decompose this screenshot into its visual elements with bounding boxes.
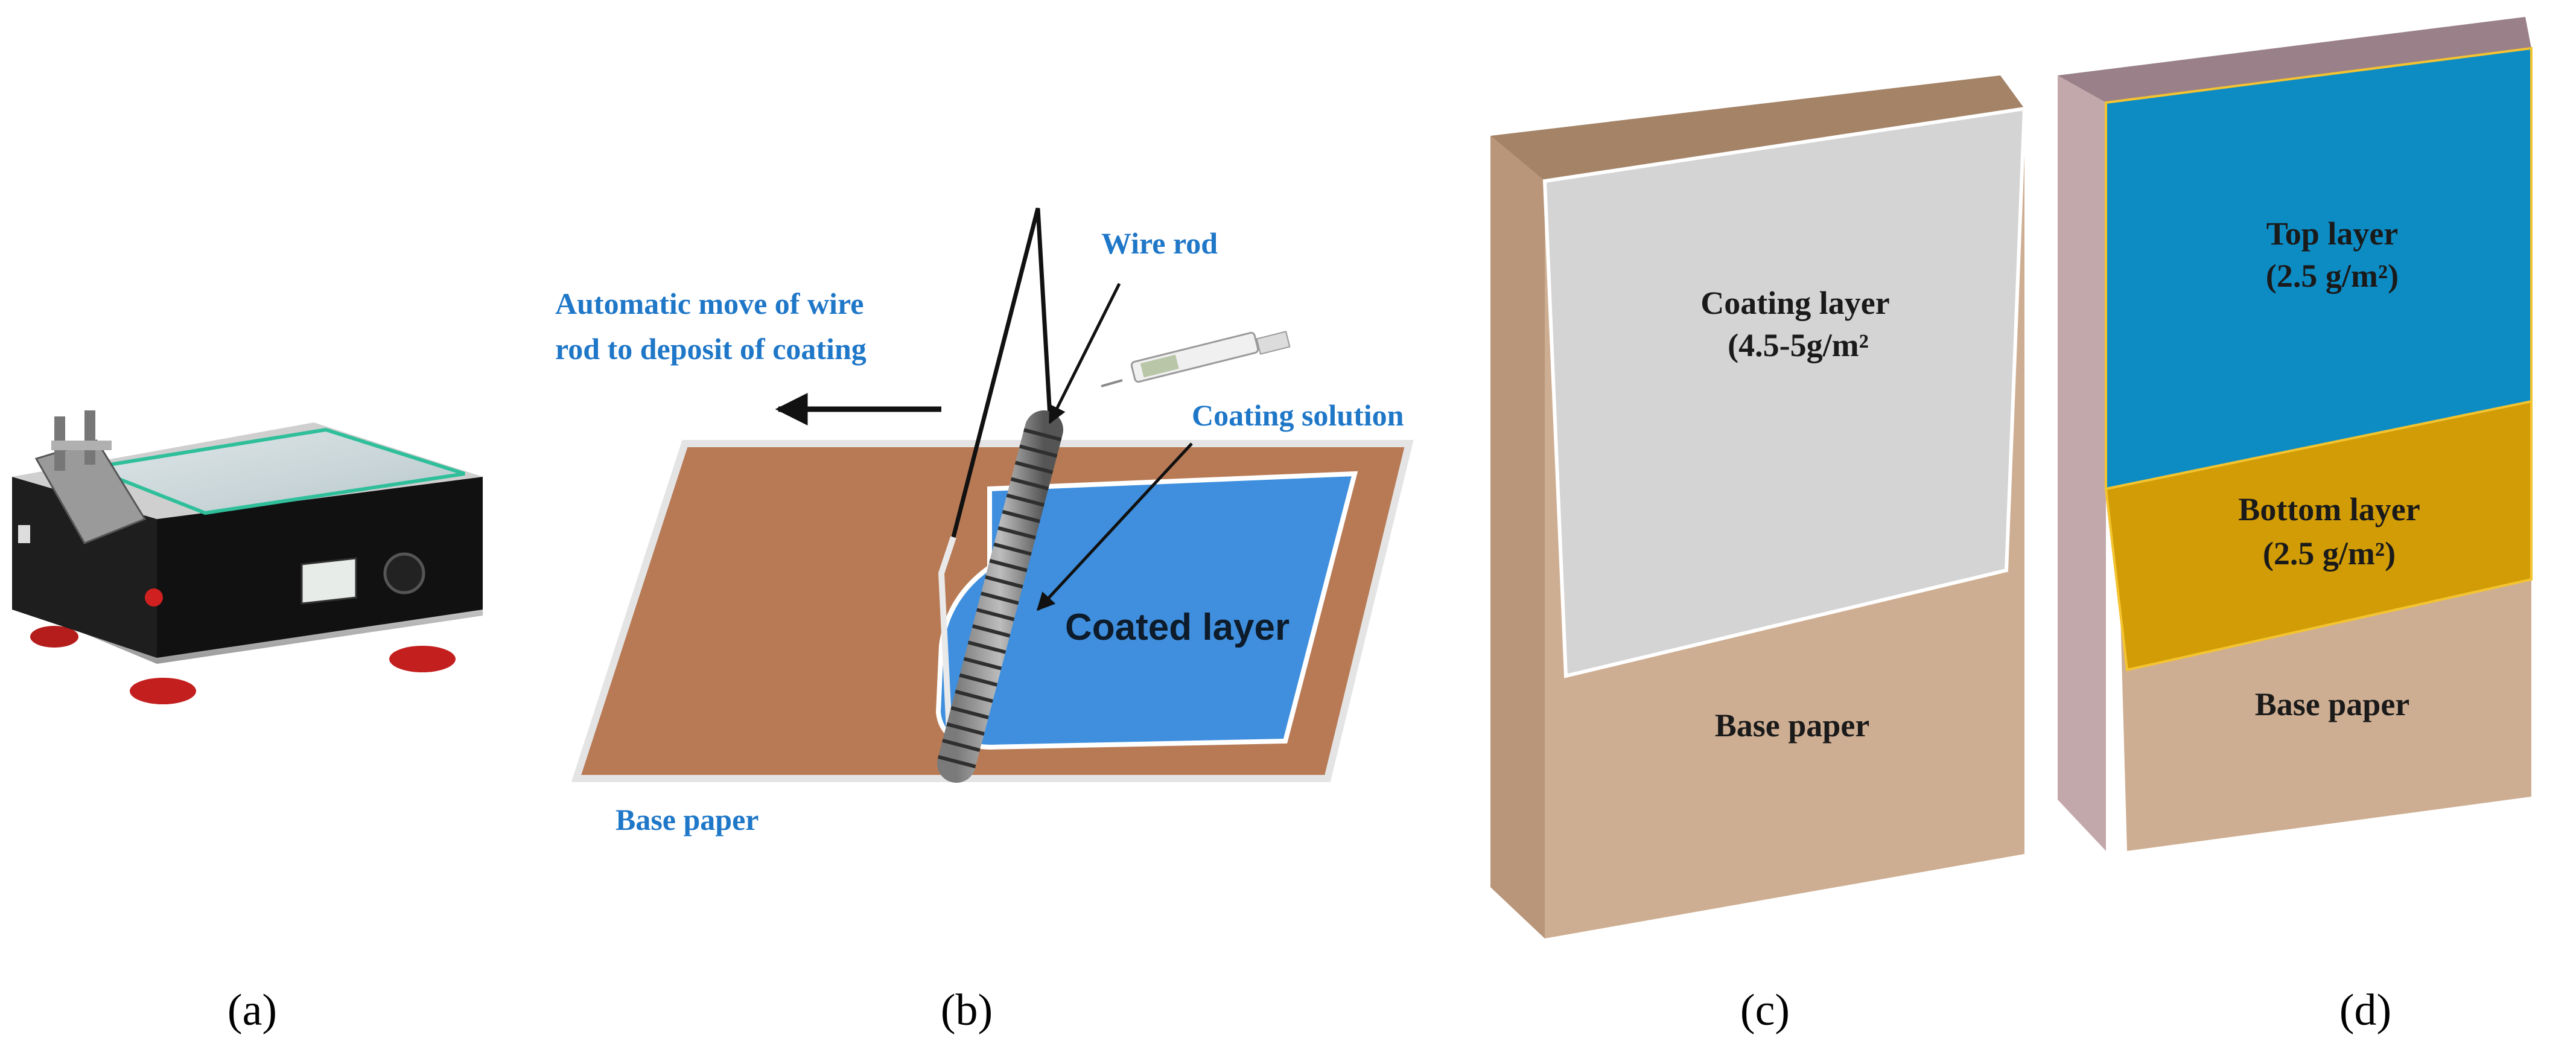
syringe-icon (1101, 331, 1291, 387)
panel-b-caption: (b) (941, 986, 993, 1035)
panel-c-caption: (c) (1740, 986, 1790, 1035)
coating-layer-label: Coating layer (1700, 285, 1889, 321)
panel-d-caption: (d) (2339, 986, 2391, 1035)
block-d-side (2058, 75, 2106, 851)
wire-rod-pointer (1048, 282, 1121, 424)
bottom-layer-label: Bottom layer (2238, 491, 2420, 527)
top-layer-region (2105, 46, 2533, 491)
panel-d-block (2058, 17, 2533, 851)
block-d-top (2058, 17, 2531, 103)
coating-layer-amount: (4.5-5g/m² (1728, 327, 1869, 363)
wire-rod-coils (938, 424, 1063, 769)
panel-b-base-paper-label: Base paper (615, 803, 759, 836)
move-label-line2: rod to deposit of coating (555, 332, 867, 366)
bottom-layer-amount: (2.5 g/m²) (2263, 535, 2396, 572)
machine-foot (130, 678, 196, 704)
carriage-post (84, 410, 95, 465)
side-switch (18, 525, 30, 543)
coating-solution-label: Coating solution (1192, 398, 1404, 432)
glass-plate (83, 427, 465, 515)
coated-layer-label: Coated layer (1065, 607, 1290, 648)
machine-foot (389, 646, 456, 672)
move-label-line1: Automatic move of wire (555, 287, 863, 320)
wire-rod-label: Wire rod (1101, 226, 1218, 260)
coating-layer-region (1542, 106, 2027, 678)
control-screen (301, 557, 357, 605)
top-layer-label: Top layer (2266, 215, 2399, 252)
coating-solution-pointer (1036, 442, 1193, 611)
panel-c-base-paper-label: Base paper (1715, 707, 1870, 744)
wire-rod-frame-lower (938, 536, 956, 755)
block-c-top (1490, 75, 2024, 181)
machine-foot (30, 626, 78, 648)
panel-a-caption: (a) (227, 986, 277, 1035)
wire-rod-frame (951, 208, 1052, 538)
panel-c-block (1490, 75, 2027, 938)
block-c-side (1490, 136, 1545, 938)
top-layer-amount: (2.5 g/m²) (2266, 258, 2399, 294)
panel-d-base-paper-label: Base paper (2255, 686, 2410, 722)
panel-b-schematic (571, 208, 1414, 783)
control-knob (383, 552, 425, 594)
panel-a-coater-machine (12, 410, 483, 704)
carriage-bar (51, 441, 112, 450)
power-button (145, 588, 163, 607)
